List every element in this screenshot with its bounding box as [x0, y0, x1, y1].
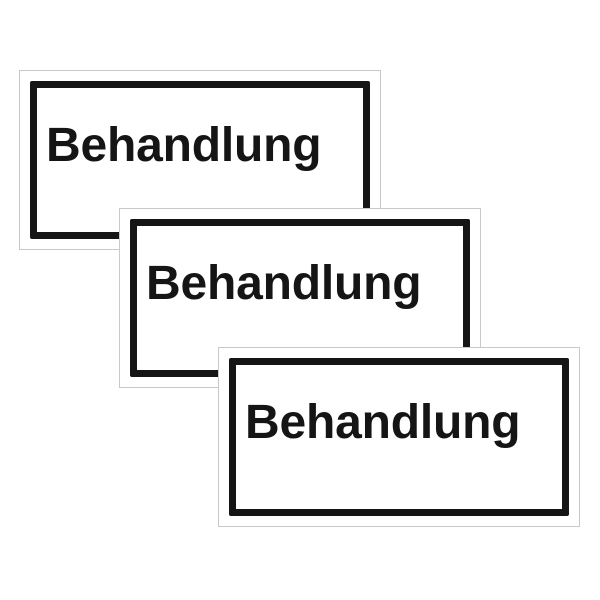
- sign-label: Behandlung: [46, 119, 322, 172]
- door-sign-front: Behandlung: [218, 347, 580, 527]
- sign-label: Behandlung: [245, 396, 521, 449]
- sign-label: Behandlung: [146, 257, 422, 310]
- sign-border-frame: [229, 358, 569, 516]
